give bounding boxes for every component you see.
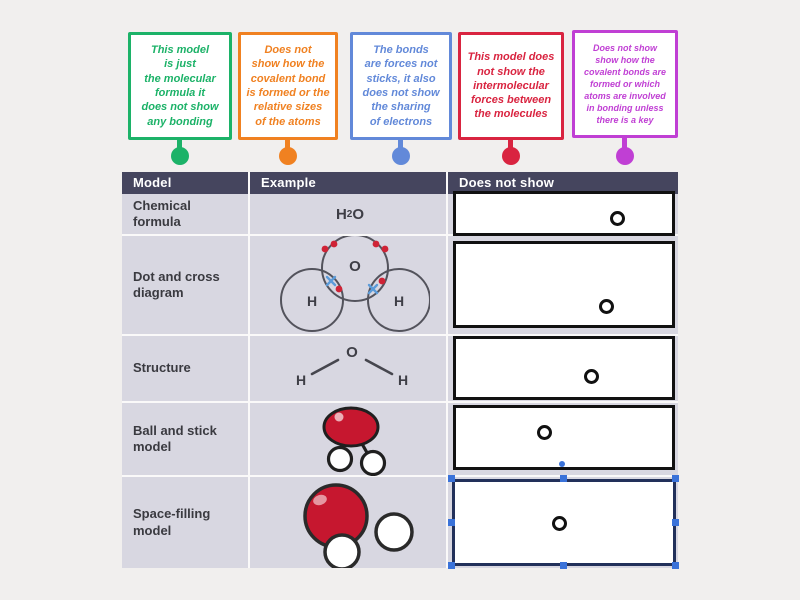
label-text: This model is just the molecular formula…: [141, 44, 219, 128]
selection-handle-middle-right[interactable]: [672, 519, 679, 526]
hydrogen-label: H: [307, 293, 317, 309]
row-label-ball-and-stick: Ball and stick model: [122, 403, 248, 475]
drop-box-dot-and-cross[interactable]: [453, 241, 675, 328]
rotation-handle[interactable]: [559, 461, 565, 467]
selection-handle-top-left[interactable]: [448, 475, 455, 482]
label-pin-stem: [398, 137, 403, 150]
structure-diagram: O H H: [296, 344, 408, 388]
ball-highlight-icon: [334, 412, 344, 422]
formula-o: O: [352, 205, 365, 223]
drop-box-ball-and-stick[interactable]: [453, 405, 675, 470]
row-label-chemical-formula: Chemical formula: [122, 194, 248, 234]
row-label-text: Space-filling model: [133, 506, 211, 538]
example-cell: [250, 236, 446, 334]
hydrogen-label: H: [394, 293, 404, 309]
sphere-highlight-icon: [313, 494, 327, 506]
selection-handle-bottom-left[interactable]: [448, 562, 455, 569]
oxygen-label: O: [349, 258, 361, 275]
example-cell: [250, 194, 446, 234]
label-text: The bonds are forces not sticks, it also…: [362, 44, 440, 128]
selection-handle-middle-left[interactable]: [448, 519, 455, 526]
selection-handle-top-middle[interactable]: [560, 475, 567, 482]
hydrogen-sphere: [374, 512, 414, 552]
header-cell-model: Model: [122, 172, 248, 194]
row-label-dot-and-cross: Dot and cross diagram: [122, 236, 248, 334]
ball-and-stick-diagram: [322, 406, 387, 476]
label-text: Does not show show how the covalent bond…: [583, 42, 667, 126]
hydrogen-sphere: [323, 533, 361, 568]
label-pin-icon: [392, 147, 410, 165]
row-label-text: Dot and cross diagram: [133, 268, 220, 300]
lone-pair-electron-dots-icon: [321, 240, 389, 253]
drop-box-structure[interactable]: [453, 336, 675, 400]
selection-handle-bottom-middle[interactable]: [560, 562, 567, 569]
dot-and-cross-diagram: O H H: [280, 236, 430, 332]
label-card-intermolecular[interactable]: This model does not show the intermolecu…: [458, 32, 564, 140]
bond-line: [310, 358, 394, 376]
header-cell-example: Example: [250, 172, 446, 194]
label-card-covalent-bonds-key[interactable]: Does not show show how the covalent bond…: [572, 30, 678, 138]
header-cell-does-not-show: Does not show: [448, 172, 678, 194]
row-label-text: Structure: [133, 360, 191, 376]
label-pin-icon: [279, 147, 297, 165]
selection-handle-bottom-right[interactable]: [672, 562, 679, 569]
row-label-space-filling: Space-filling model: [122, 477, 248, 568]
example-cell: [250, 336, 446, 401]
drop-anchor-icon[interactable]: [610, 211, 625, 226]
label-pin-stem: [508, 137, 513, 150]
label-pin-icon: [502, 147, 520, 165]
label-pin-stem: [285, 137, 290, 150]
label-text: Does not show how the covalent bond is f…: [246, 44, 330, 128]
row-label-text: Ball and stick model: [133, 422, 217, 454]
row-label-structure: Structure: [122, 336, 248, 401]
drop-anchor-icon[interactable]: [552, 516, 567, 531]
shared-electron-dot-icon: [335, 277, 386, 293]
label-pin-icon: [171, 147, 189, 165]
selection-handle-top-right[interactable]: [672, 475, 679, 482]
space-filling-diagram: [303, 483, 414, 568]
label-card-molecular-formula[interactable]: This model is just the molecular formula…: [128, 32, 232, 140]
label-text: This model does not show the intermolecu…: [467, 51, 555, 121]
shared-electron-cross-icon: [325, 275, 379, 295]
drop-anchor-icon[interactable]: [584, 369, 599, 384]
label-pin-icon: [616, 147, 634, 165]
drop-box-chemical-formula[interactable]: [453, 191, 675, 236]
hydrogen-label: H: [296, 372, 306, 388]
drop-anchor-icon[interactable]: [537, 425, 552, 440]
hydrogen-label: H: [398, 372, 408, 388]
drop-anchor-icon[interactable]: [599, 299, 614, 314]
oxygen-label: O: [346, 344, 358, 361]
hydrogen-ball: [359, 449, 387, 476]
row-label-text: Chemical formula: [133, 197, 191, 229]
label-pin-stem: [622, 137, 627, 150]
hydrogen-ball: [326, 445, 354, 473]
formula-h: H: [335, 205, 347, 223]
label-card-covalent-bond[interactable]: Does not show how the covalent bond is f…: [238, 32, 338, 140]
formula-subscript: 2: [346, 208, 353, 220]
oxygen-ball: [322, 406, 380, 448]
label-pin-stem: [177, 137, 182, 150]
label-card-bonds-forces[interactable]: The bonds are forces not sticks, it also…: [350, 32, 452, 140]
